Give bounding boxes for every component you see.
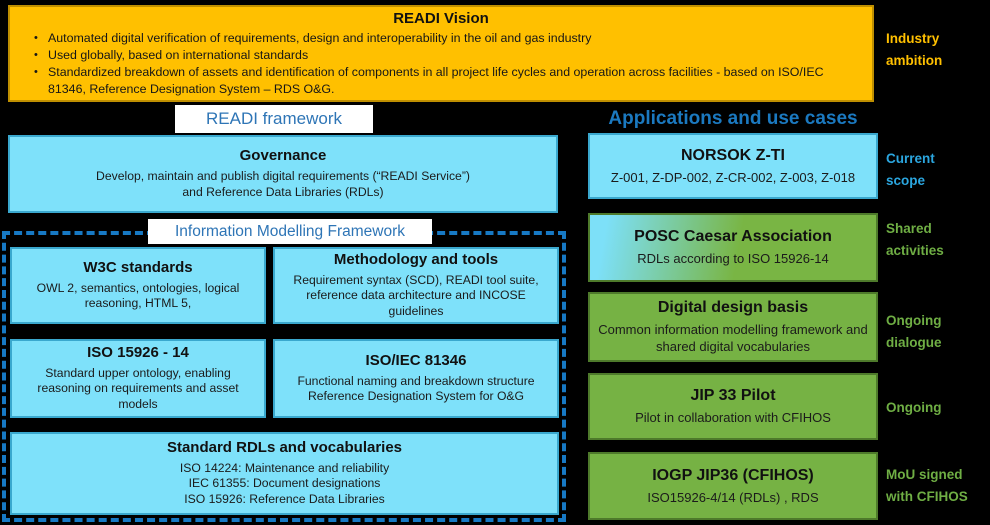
bullet-icon: • (34, 66, 38, 79)
digital-design-basis-body: Common information modelling framework a… (598, 322, 868, 354)
methodology-tools-title: Methodology and tools (333, 250, 499, 268)
governance-title: Governance (239, 147, 327, 165)
jip-33-pilot-box: JIP 33 Pilot Pilot in collaboration with… (588, 373, 878, 440)
side-label-shared-activities: Shared activities (886, 221, 944, 258)
vision-bullet-text: Automated digital verification of requir… (48, 31, 592, 45)
bullet-icon: • (34, 32, 38, 44)
applications-use-cases-header: Applications and use cases (608, 108, 858, 129)
information-modelling-framework-outline (2, 231, 566, 522)
norsok-z-ti-box: NORSOK Z-TI Z-001, Z-DP-002, Z-CR-002, Z… (588, 133, 878, 199)
side-label-mou-signed: MoU signed with CFIHOS (886, 467, 968, 504)
iso-15926-14-title: ISO 15926 - 14 (87, 343, 189, 361)
vision-bullet: • Used globally, based on international … (20, 47, 862, 64)
side-label-ongoing: Ongoing (886, 400, 942, 415)
digital-design-basis-title: Digital design basis (657, 299, 809, 317)
methodology-tools-body: Requirement syntax (SCD), READI tool sui… (293, 272, 539, 319)
iso-iec-81346-title: ISO/IEC 81346 (365, 351, 467, 369)
posc-caesar-association-box: POSC Caesar Association RDLs according t… (588, 213, 878, 282)
side-label-current-scope: Current scope (886, 151, 935, 188)
vision-bullet: • Automated digital verification of requ… (20, 30, 862, 47)
vision-bullet-text: Used globally, based on international st… (48, 48, 309, 63)
information-modelling-framework-header: Information Modelling Framework (148, 219, 432, 244)
readi-framework-header: READI framework (175, 105, 373, 133)
posc-caesar-body: RDLs according to ISO 15926-14 (637, 251, 829, 267)
bullet-icon: • (34, 49, 38, 62)
jip-33-pilot-body: Pilot in collaboration with CFIHOS (635, 410, 831, 426)
iso-15926-14-body: Standard upper ontology, enabling reason… (37, 365, 239, 412)
iogp-jip36-cfihos-box: IOGP JIP36 (CFIHOS) ISO15926-4/14 (RDLs)… (588, 452, 878, 520)
standard-rdls-body: ISO 14224: Maintenance and reliability I… (179, 460, 390, 507)
readi-vision-bullet-list: • Automated digital verification of requ… (20, 30, 862, 98)
readi-vision-box: READI Vision • Automated digital verific… (8, 5, 874, 102)
standard-rdls-box: Standard RDLs and vocabularies ISO 14224… (10, 432, 559, 515)
iso-iec-81346-body: Functional naming and breakdown structur… (297, 373, 535, 404)
posc-caesar-title: POSC Caesar Association (634, 228, 832, 246)
vision-bullet: • Standardized breakdown of assets and i… (20, 64, 862, 98)
norsok-z-ti-body: Z-001, Z-DP-002, Z-CR-002, Z-003, Z-018 (610, 169, 856, 185)
norsok-z-ti-title: NORSOK Z-TI (681, 146, 785, 164)
iso-iec-81346-box: ISO/IEC 81346 Functional naming and brea… (273, 339, 559, 418)
w3c-standards-body: OWL 2, semantics, ontologies, logical re… (36, 280, 240, 311)
iogp-jip36-body: ISO15926-4/14 (RDLs) , RDS (647, 489, 819, 505)
w3c-standards-box: W3C standards OWL 2, semantics, ontologi… (10, 247, 266, 324)
methodology-tools-box: Methodology and tools Requirement syntax… (273, 247, 559, 324)
governance-box: Governance Develop, maintain and publish… (8, 135, 558, 213)
iso-15926-14-box: ISO 15926 - 14 Standard upper ontology, … (10, 339, 266, 418)
standard-rdls-title: Standard RDLs and vocabularies (166, 438, 403, 456)
readi-vision-title: READI Vision (393, 10, 489, 27)
side-label-ongoing-dialogue: Ongoing dialogue (886, 313, 942, 350)
jip-33-pilot-title: JIP 33 Pilot (690, 387, 776, 405)
iogp-jip36-title: IOGP JIP36 (CFIHOS) (652, 466, 814, 484)
w3c-standards-title: W3C standards (83, 258, 193, 276)
side-label-industry-ambition: Industry ambition (886, 31, 943, 68)
vision-bullet-text: Standardized breakdown of assets and ide… (48, 65, 824, 97)
digital-design-basis-box: Digital design basis Common information … (588, 292, 878, 362)
governance-body: Develop, maintain and publish digital re… (96, 169, 470, 199)
